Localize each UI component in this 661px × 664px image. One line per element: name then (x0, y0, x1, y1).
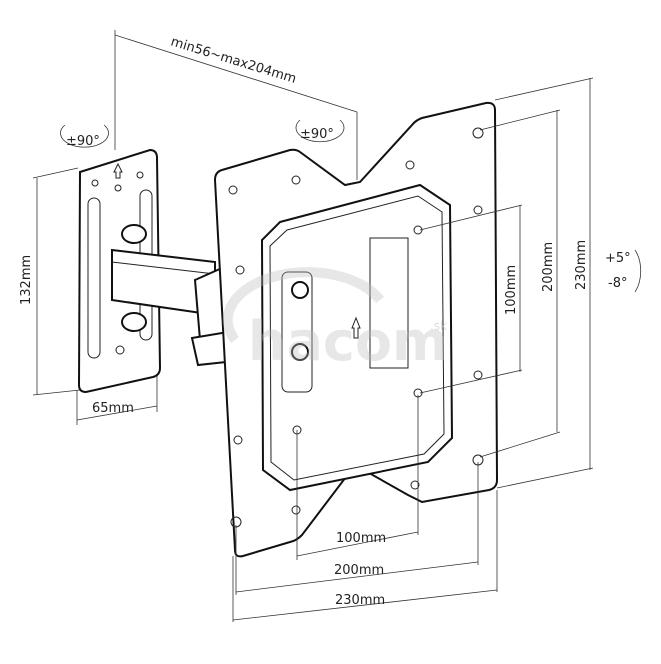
vesa-vertical-small-label: 100mm (504, 265, 519, 315)
wall-plate-height-label: 132mm (19, 255, 34, 305)
tilt-indicator: +5° -8° (605, 249, 642, 293)
arm-extension-label: min56~max204mm (169, 34, 298, 86)
wall-swivel-label: ±90° (66, 134, 100, 149)
vesa-horizontal-dimensions: 100mm 200mm 230mm (232, 395, 498, 622)
tv-swivel-indicator: ±90° (295, 119, 345, 143)
tilt-down-label: -8° (608, 276, 627, 291)
vesa-vertical-dimensions: 100mm 200mm 230mm (419, 77, 594, 489)
vesa-horizontal-medium-label: 200mm (334, 563, 384, 578)
tilt-up-label: +5° (605, 251, 631, 266)
wall-plate-width-dimension: 65mm (76, 375, 158, 425)
vesa-vertical-large-label: 230mm (574, 240, 589, 290)
vesa-plate (213, 101, 499, 558)
wall-plate-width-label: 65mm (92, 401, 134, 416)
wall-swivel-indicator: ±90° (60, 124, 109, 149)
vesa-horizontal-large-label: 230mm (335, 593, 385, 608)
wall-plate-height-dimension: 132mm (19, 167, 81, 396)
watermark-suffix: .sk (430, 319, 447, 333)
up-arrow-icon (351, 316, 361, 339)
up-arrow-icon (113, 162, 123, 179)
watermark-logo: hacom .sk (222, 267, 448, 373)
vesa-horizontal-small-label: 100mm (336, 531, 386, 546)
watermark-text: hacom (248, 310, 448, 373)
vesa-vertical-medium-label: 200mm (541, 242, 556, 292)
tv-swivel-label: ±90° (300, 127, 334, 142)
